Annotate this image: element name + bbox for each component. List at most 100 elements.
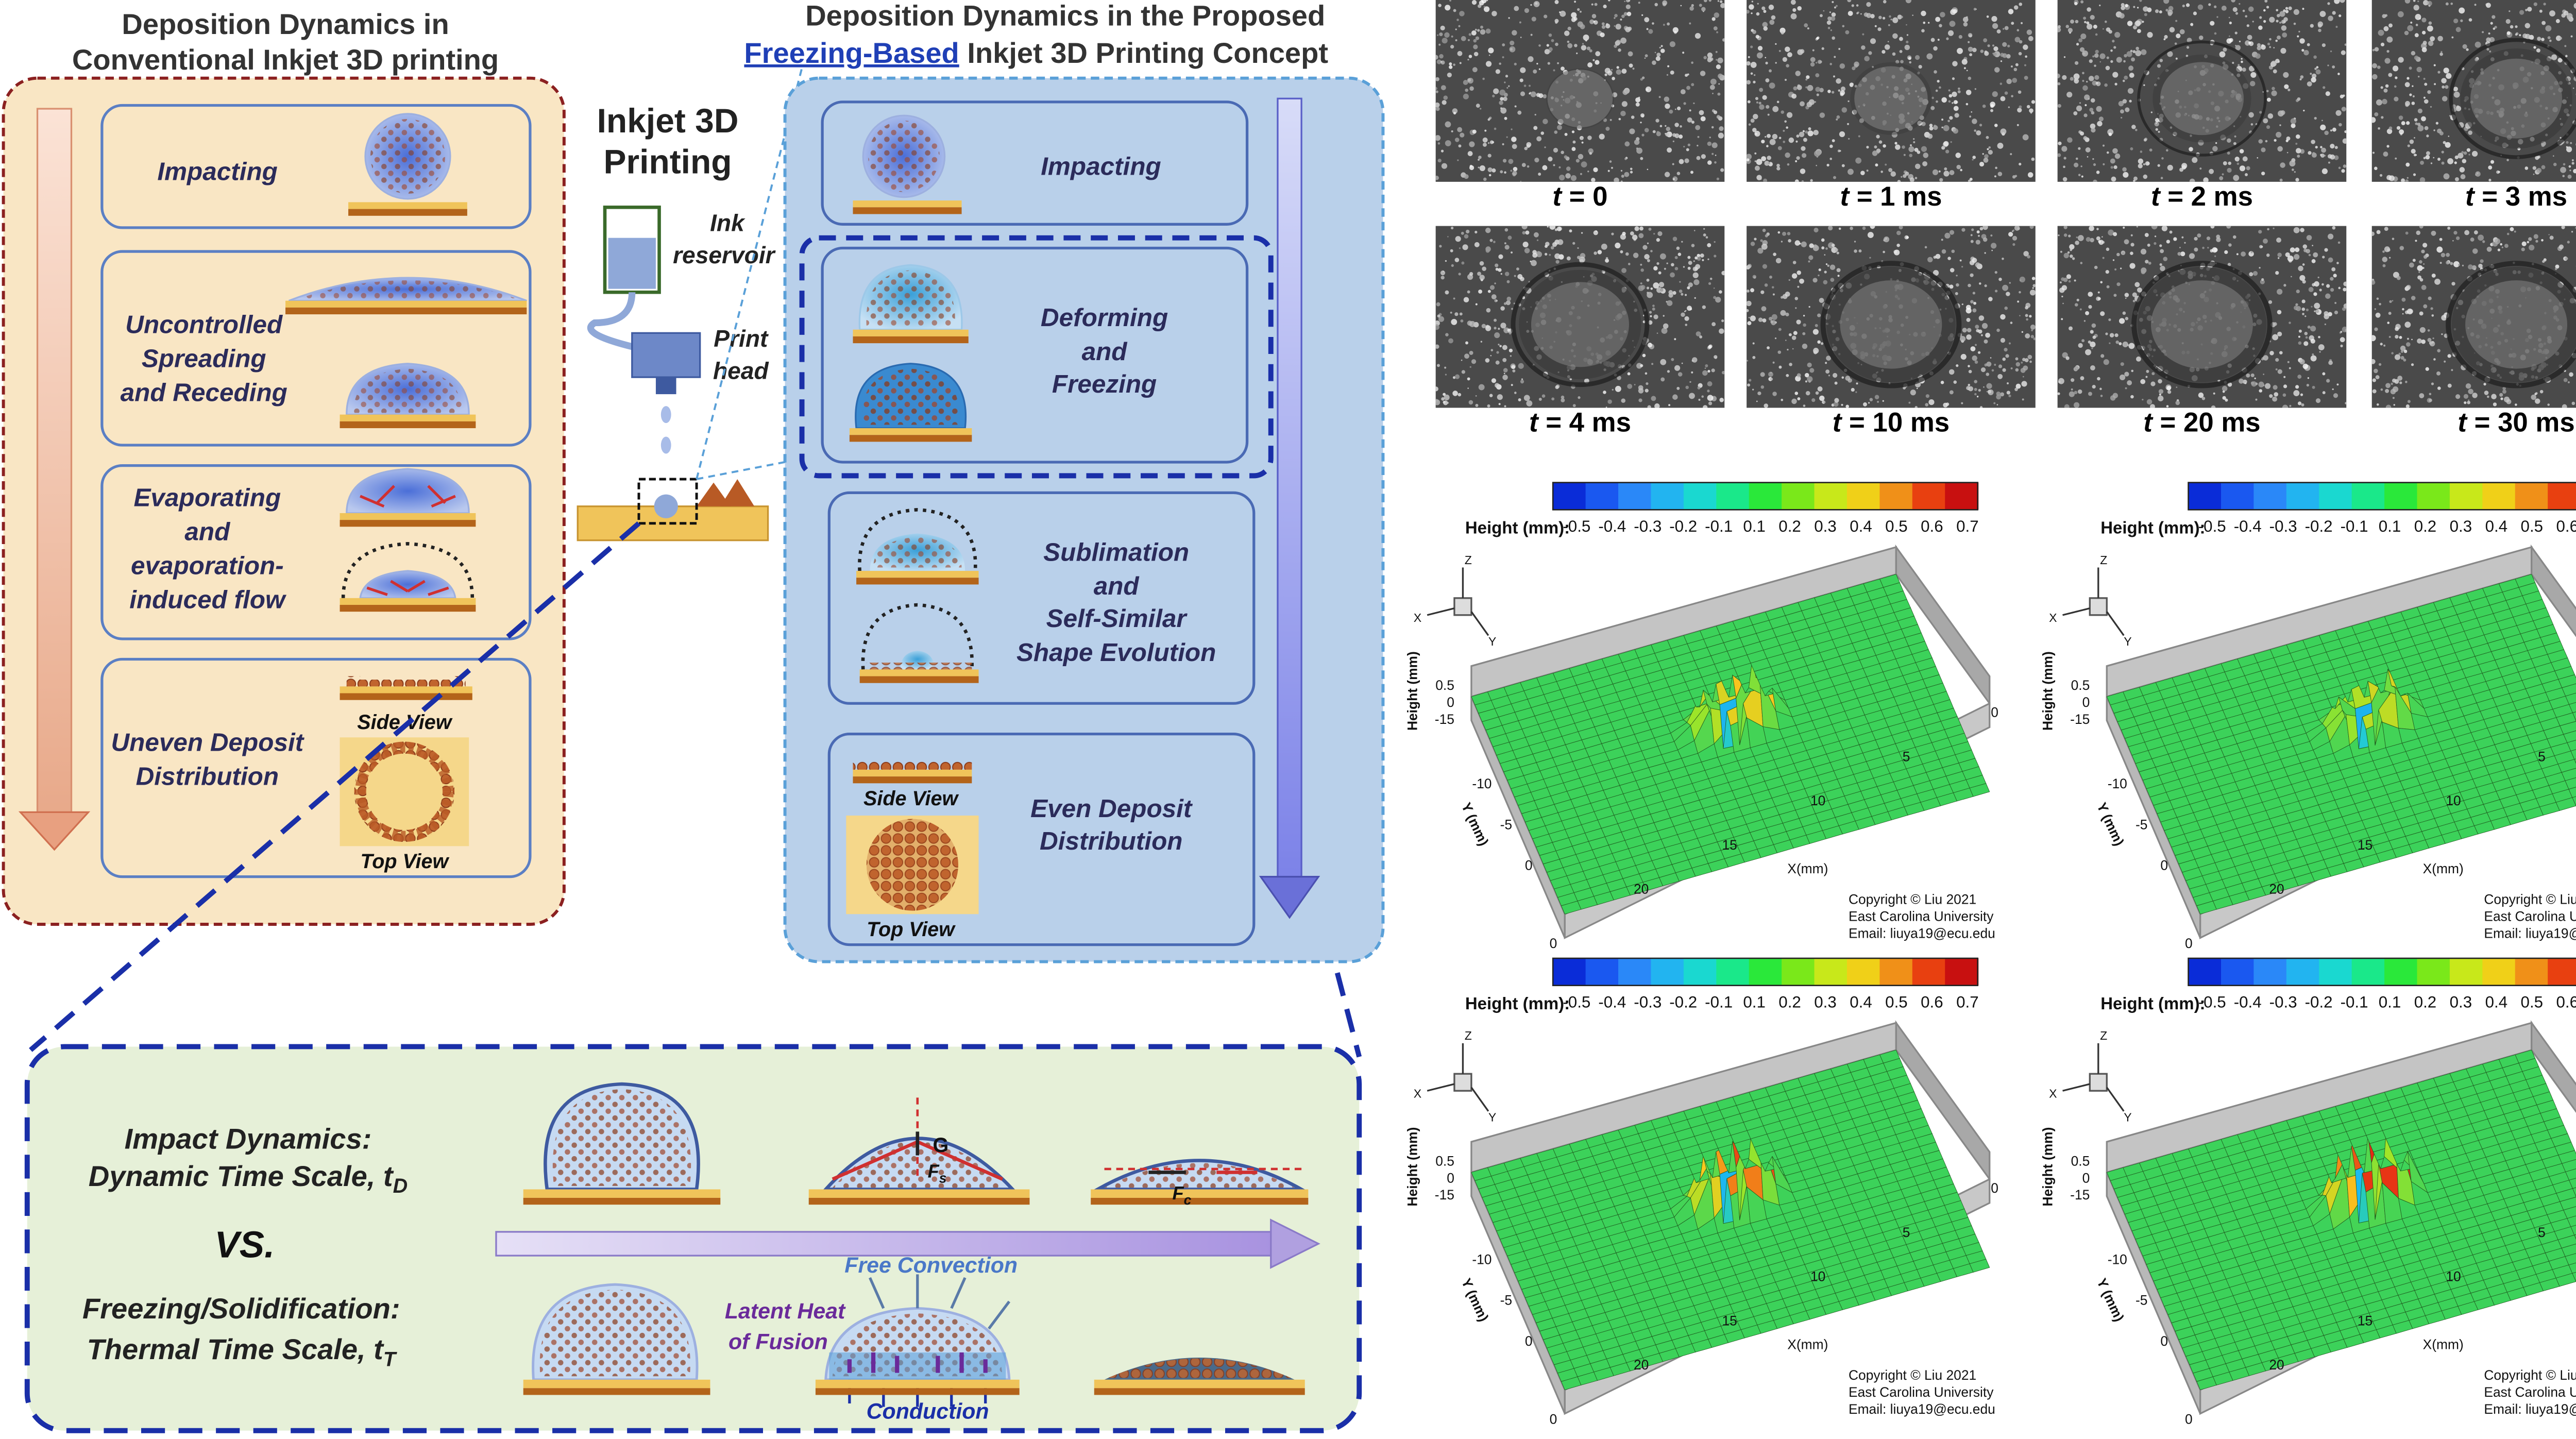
impact-dynamics-label-1: Impact Dynamics: <box>125 1122 372 1155</box>
x-axis-label: X(mm) <box>1787 1336 1828 1352</box>
colorbar-tick: 0.3 <box>1814 517 1837 535</box>
video-frame <box>1747 0 2036 182</box>
z-tick: 0.5 <box>1435 1153 1454 1169</box>
conv-evap-label-2: and <box>184 518 231 546</box>
colorbar-swatch <box>2450 958 2483 986</box>
colorbar-swatch <box>2384 958 2418 986</box>
force-fs-text: F <box>928 1160 940 1181</box>
x-tick: 0 <box>1991 705 1998 720</box>
triad-cube <box>1454 1074 1471 1091</box>
colorbar-tick: 0.5 <box>2521 517 2544 535</box>
print-head-label-1: Print <box>714 325 769 352</box>
x-tick: 5 <box>2538 1225 2546 1240</box>
x-tick: 10 <box>2446 1269 2461 1284</box>
colorbar-swatch <box>1847 483 1880 510</box>
copyright-line: Copyright © Liu 2021 <box>2484 891 2576 907</box>
printer-title-line1: Inkjet 3D <box>597 101 739 140</box>
conv-impacting-label: Impacting <box>157 158 278 186</box>
colorbar-tick: -0.3 <box>2269 993 2297 1011</box>
colorbar-swatch <box>2189 483 2222 510</box>
colorbar-swatch <box>2286 958 2320 986</box>
colorbar-swatch <box>2384 483 2418 510</box>
prop-sublimation-label-3: Self-Similar <box>1046 604 1188 633</box>
colorbar-tick: 0.5 <box>2521 993 2544 1011</box>
conventional-title-line2: Conventional Inkjet 3D printing <box>72 43 499 76</box>
corner-tick: 0 <box>2185 936 2193 951</box>
proposed-title-line1: Deposition Dynamics in the Proposed <box>805 0 1325 31</box>
freezing-label-1: Freezing/Solidification: <box>82 1292 400 1325</box>
impact-dynamics-label-2: Dynamic Time Scale, tD <box>89 1160 408 1197</box>
frame-speckle-image <box>2058 0 2347 182</box>
x-tick: 10 <box>1810 1269 1825 1284</box>
colorbar-swatch <box>1879 958 1913 986</box>
colorbar-tick: 0.4 <box>1850 517 1872 535</box>
y-tick: -10 <box>2108 776 2127 791</box>
prop-impacting-label: Impacting <box>1041 153 1161 181</box>
x-tick: 15 <box>2358 837 2372 853</box>
vs-label: VS. <box>214 1224 275 1265</box>
triad-y-label: Y <box>1488 635 1496 648</box>
video-frame <box>2058 0 2347 182</box>
free-convection-label: Free Convection <box>844 1253 1018 1278</box>
colorbar-tick: 0.2 <box>1778 993 1801 1011</box>
video-frame <box>2372 0 2576 182</box>
z-tick: -15 <box>1435 1187 1454 1203</box>
triad-cube <box>1454 598 1471 615</box>
force-g-label: G <box>933 1134 948 1157</box>
triad-cube <box>2090 598 2107 615</box>
conv-spreading-label-2: Spreading <box>142 344 266 373</box>
impact-dynamics-sub: D <box>393 1175 408 1197</box>
triad-z-label: Z <box>1465 553 1472 567</box>
colorbar-swatch <box>2286 483 2320 510</box>
y-tick: -5 <box>2136 1293 2147 1308</box>
frame-time-symbol: t <box>2143 410 2153 438</box>
force-fs-sub: s <box>939 1170 947 1186</box>
copyright-line: East Carolina University <box>1849 1384 1994 1400</box>
copyright-line: East Carolina University <box>1849 908 1994 924</box>
colorbar-swatch <box>2319 483 2352 510</box>
copyright-line: East Carolina University <box>2484 908 2576 924</box>
z-tick: 0 <box>2082 1170 2090 1186</box>
colorbar-tick: -0.1 <box>2341 993 2368 1011</box>
colorbar-swatch <box>2482 483 2516 510</box>
colorbar-tick: 0.1 <box>1743 517 1766 535</box>
colorbar-label: Height (mm): <box>1465 518 1570 537</box>
frame-time-symbol: t <box>1529 410 1538 438</box>
y-tick: 0 <box>2160 857 2168 873</box>
copyright-line: Email: liuya19@ecu.edu <box>2484 925 2576 941</box>
colorbar-tick: -0.1 <box>2341 517 2368 535</box>
triad-z-label: Z <box>2100 553 2107 567</box>
triad-y-axis <box>2107 612 2124 635</box>
colorbar-swatch <box>2253 483 2287 510</box>
colorbar-tick: 0.6 <box>2556 993 2576 1011</box>
proposed-title-freezing: Freezing-Based <box>744 37 959 69</box>
y-tick: -10 <box>1472 1252 1492 1267</box>
colorbar-swatch <box>2548 958 2576 986</box>
prop-sublimation-label-4: Shape Evolution <box>1016 638 1216 667</box>
corner-tick: 0 <box>1550 1412 1557 1427</box>
triad-y-axis <box>1471 612 1488 635</box>
colorbar-swatch <box>2548 483 2576 510</box>
frame-speckle-image <box>2372 0 2576 182</box>
z-tick: 0 <box>2082 695 2090 710</box>
colorbar-swatch <box>1782 958 1815 986</box>
frame-speckle-image <box>1747 0 2036 182</box>
y-tick: 0 <box>1525 1333 1533 1349</box>
video-frame <box>1436 0 1725 182</box>
colorbar-tick: 0.1 <box>1743 993 1766 1011</box>
frame-speckle-image <box>2058 226 2347 408</box>
frame-time-value: = 30 ms <box>2467 410 2575 438</box>
proposed-title-line2: Freezing-Based Inkjet 3D Printing Concep… <box>744 37 1328 69</box>
colorbar-label: Height (mm): <box>2100 518 2205 537</box>
colorbar-tick: 0.6 <box>1921 517 1943 535</box>
frame-time-label: t = 20 ms <box>2058 410 2347 440</box>
y-tick: 0 <box>1525 857 1533 873</box>
triad-x-axis <box>1427 608 1454 615</box>
triad-x-axis <box>2063 608 2090 615</box>
y-axis-label: Y (mm) <box>2094 1276 2127 1324</box>
x-tick: 15 <box>1722 837 1737 853</box>
frame-time-symbol: t <box>2458 410 2467 438</box>
x-tick: 0 <box>1991 1180 1998 1196</box>
